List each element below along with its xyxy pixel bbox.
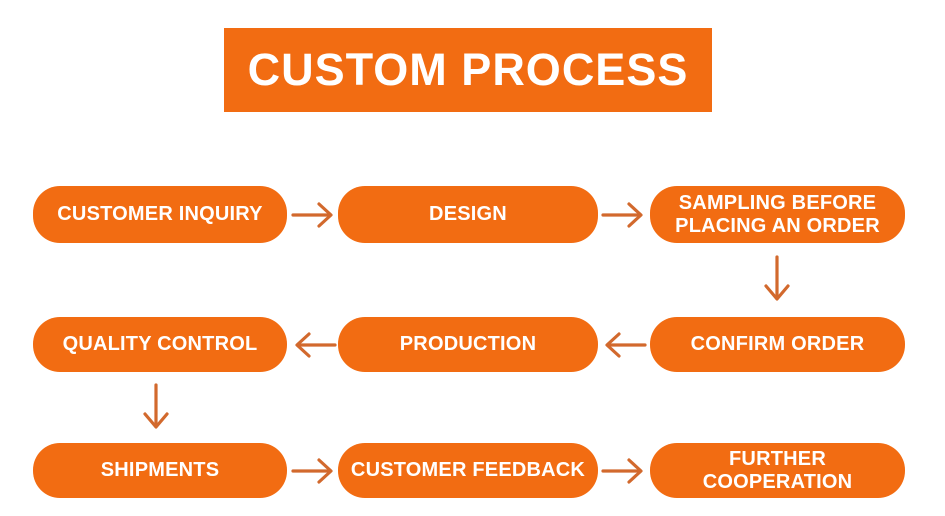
node-production: PRODUCTION <box>338 317 598 372</box>
node-quality-control: QUALITY CONTROL <box>33 317 287 372</box>
arrow-right-icon <box>601 199 647 236</box>
arrow-down-icon <box>761 255 793 310</box>
arrow-left-icon <box>291 329 337 366</box>
arrow-right-icon <box>601 455 647 492</box>
node-further-cooperation: FURTHER COOPERATION <box>650 443 905 498</box>
node-design: DESIGN <box>338 186 598 243</box>
node-sampling-before-placing-an-order: SAMPLING BEFORE PLACING AN ORDER <box>650 186 905 243</box>
arrow-down-icon <box>140 383 172 438</box>
arrow-right-icon <box>291 455 337 492</box>
arrow-left-icon <box>601 329 647 366</box>
node-customer-feedback: CUSTOMER FEEDBACK <box>338 443 598 498</box>
node-confirm-order: CONFIRM ORDER <box>650 317 905 372</box>
page-title: CUSTOM PROCESS <box>224 28 712 112</box>
arrow-right-icon <box>291 199 337 236</box>
node-shipments: SHIPMENTS <box>33 443 287 498</box>
node-customer-inquiry: CUSTOMER INQUIRY <box>33 186 287 243</box>
